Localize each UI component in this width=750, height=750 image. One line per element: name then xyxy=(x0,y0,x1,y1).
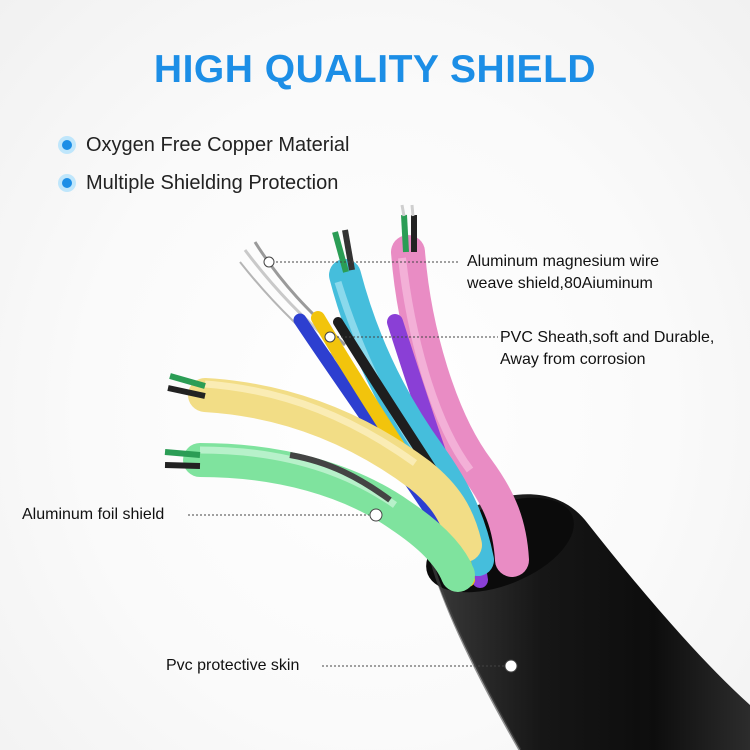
callout-text: Aluminum foil shield xyxy=(22,506,165,523)
feature-item: Multiple Shielding Protection xyxy=(62,164,349,202)
callout-text: Aluminum magnesium wire xyxy=(467,253,660,270)
callout-text: Away from corrosion xyxy=(500,351,646,368)
callout-pvc-sheath: PVC Sheath,soft and Durable, Away from c… xyxy=(500,327,714,371)
yellow-foil-pair xyxy=(167,373,482,562)
callout-text: Pvc protective skin xyxy=(166,657,300,674)
bullet-dot-icon xyxy=(62,178,72,188)
callout-text: PVC Sheath,soft and Durable, xyxy=(500,329,715,346)
callout-foil: Aluminum foil shield xyxy=(22,504,164,526)
green-foil-pair xyxy=(164,443,475,592)
feature-label: Multiple Shielding Protection xyxy=(86,171,339,194)
feature-list: Oxygen Free Copper Material Multiple Shi… xyxy=(62,126,349,202)
pink-shielded-pair xyxy=(391,204,529,577)
feature-label: Oxygen Free Copper Material xyxy=(86,133,350,156)
bullet-dot-icon xyxy=(62,140,72,150)
callout-text: weave shield,80Aiuminum xyxy=(467,275,653,292)
page-title: HIGH QUALITY SHIELD xyxy=(153,48,597,91)
callout-leaders xyxy=(188,256,518,673)
callout-skin: Pvc protective skin xyxy=(166,655,299,677)
callout-wire-weave: Aluminum magnesium wire weave shield,80A… xyxy=(467,251,659,295)
feature-item: Oxygen Free Copper Material xyxy=(62,126,349,164)
